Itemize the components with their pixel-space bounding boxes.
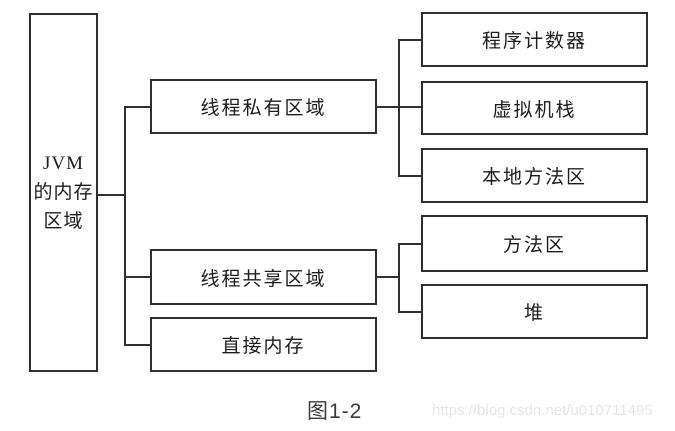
node-label-line: 的内存 xyxy=(33,182,94,203)
connector-to-native-method-area xyxy=(398,175,423,177)
node-label-line: JVM xyxy=(42,153,84,174)
node-thread-shared-area: 线程共享区域 xyxy=(150,249,377,305)
node-jvm-memory-region: JVM 的内存 区域 xyxy=(29,13,98,372)
connector-root-horizontal xyxy=(98,194,125,196)
connector-to-thread-shared xyxy=(124,276,152,278)
node-label: 线程共享区域 xyxy=(200,268,327,290)
connector-shared-trunk-vertical xyxy=(398,243,400,313)
connector-private-trunk-vertical xyxy=(398,39,400,177)
node-label: 本地方法区 xyxy=(481,167,587,188)
node-label: 方法区 xyxy=(502,235,566,256)
connector-to-heap xyxy=(398,311,423,313)
node-heap: 堆 xyxy=(421,284,648,339)
node-direct-memory: 直接内存 xyxy=(150,317,377,372)
connector-to-program-counter xyxy=(398,39,423,41)
node-method-area: 方法区 xyxy=(421,215,648,272)
connector-to-method-area xyxy=(398,243,423,245)
connector-to-thread-private xyxy=(124,106,152,108)
node-native-method-area: 本地方法区 xyxy=(421,148,648,203)
connector-thread-shared-out xyxy=(377,276,400,278)
connector-to-direct-memory xyxy=(124,344,152,346)
figure-caption: 图1-2 xyxy=(307,400,363,423)
node-label: 堆 xyxy=(523,303,545,324)
node-label: 直接内存 xyxy=(221,336,306,357)
connector-thread-private-out xyxy=(377,106,423,108)
connector-left-trunk-vertical xyxy=(124,106,126,346)
node-label: 虚拟机栈 xyxy=(492,99,577,121)
node-label-line: 区域 xyxy=(43,211,84,232)
node-vm-stack: 虚拟机栈 xyxy=(421,81,648,135)
node-thread-private-area: 线程私有区域 xyxy=(150,79,377,134)
watermark-url: https://blog.csdn.net/u010711495 xyxy=(432,402,653,419)
node-program-counter: 程序计数器 xyxy=(421,12,648,67)
node-label: 线程私有区域 xyxy=(200,98,327,119)
node-label: 程序计数器 xyxy=(481,31,587,52)
